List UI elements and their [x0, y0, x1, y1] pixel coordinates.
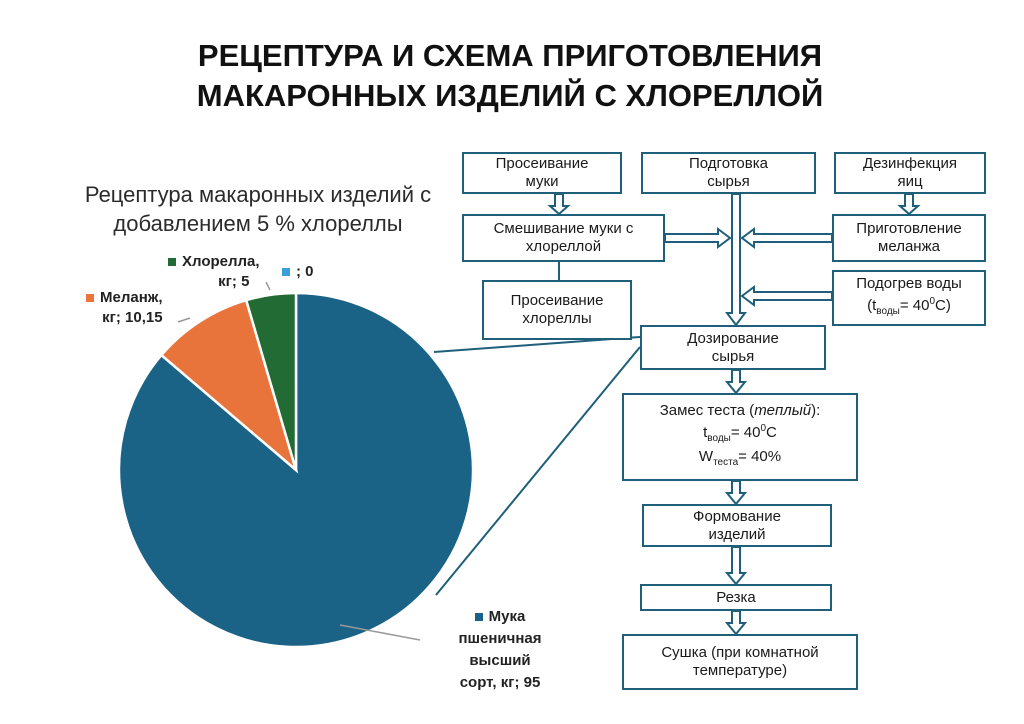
arrow-water-to-main	[740, 285, 833, 307]
box-melange-prep: Приготовление меланжа	[832, 214, 986, 262]
leader-line-chlorella	[265, 281, 271, 291]
label-chlorella-line-1: Хлорелла,	[182, 253, 260, 270]
arrow-knead-to-forming	[724, 480, 748, 506]
arrow-mix-to-main	[664, 227, 732, 249]
label-flour-line-1: Мука	[488, 608, 526, 625]
box-sift-flour: Просеивание муки	[462, 152, 622, 194]
arrow-prep-to-dosing	[725, 193, 747, 327]
arrow-disinfect-to-melange	[897, 193, 921, 216]
arrow-forming-to-cutting	[724, 546, 748, 586]
leader-line-melange	[177, 317, 191, 323]
label-zero-text: ; 0	[296, 263, 314, 280]
leader-line-flour	[339, 624, 421, 641]
swatch-melange	[86, 294, 94, 303]
pie-slice-chlorella	[244, 291, 298, 471]
chart-title: Рецептура макаронных изделий с добавлени…	[84, 182, 432, 236]
box-cutting: Резка	[640, 584, 832, 611]
pie-slice-melange	[159, 298, 299, 474]
swatch-chlorella	[168, 258, 176, 267]
label-melange-line-2: кг; 10,15	[102, 309, 163, 326]
label-flour-line-4: сорт, кг; 95	[459, 674, 541, 691]
page-title-line-2: МАКАРОННЫХ ИЗДЕЛИЙ С ХЛОРЕЛЛОЙ	[196, 78, 824, 113]
label-flour-line-2: пшеничная	[458, 630, 542, 647]
box-sift-chlorella: Просеивание хлореллы	[482, 280, 632, 340]
connector-line-bottom	[435, 346, 641, 596]
arrow-cutting-to-drying	[724, 610, 748, 636]
box-disinfect-eggs: Дезинфекция яиц	[834, 152, 986, 194]
arrow-melange-to-main	[740, 227, 833, 249]
arrow-sift-to-mix	[547, 193, 571, 216]
label-flour: Мука пшеничная высший сорт, кг; 95	[430, 606, 570, 694]
label-chlorella-line-2: кг; 5	[218, 273, 250, 290]
swatch-flour	[474, 613, 483, 622]
page-title: РЕЦЕПТУРА И СХЕМА ПРИГОТОВЛЕНИЯ МАКАРОНН…	[60, 36, 960, 116]
box-knead: Замес теста (теплый): tводы= 400С Wтеста…	[622, 393, 858, 481]
box-prep-raw: Подготовка сырья	[641, 152, 816, 194]
arrow-dosing-to-knead	[724, 369, 748, 395]
page-title-line-1: РЕЦЕПТУРА И СХЕМА ПРИГОТОВЛЕНИЯ	[197, 38, 823, 73]
box-forming: Формование изделий	[642, 504, 832, 547]
label-chlorella: Хлорелла, кг; 5	[168, 252, 260, 292]
box-mix: Смешивание муки с хлореллой	[462, 214, 665, 262]
swatch-zero	[282, 268, 290, 277]
label-zero: ; 0	[282, 262, 314, 282]
box-drying: Сушка (при комнатной температуре)	[622, 634, 858, 690]
label-melange-line-1: Меланж,	[100, 289, 163, 306]
box-heat-water: Подогрев воды (tводы= 400С)	[832, 270, 986, 326]
box-dosing: Дозирование сырья	[640, 325, 826, 370]
label-melange: Меланж, кг; 10,15	[86, 288, 163, 328]
label-flour-line-3: высший	[469, 652, 531, 669]
